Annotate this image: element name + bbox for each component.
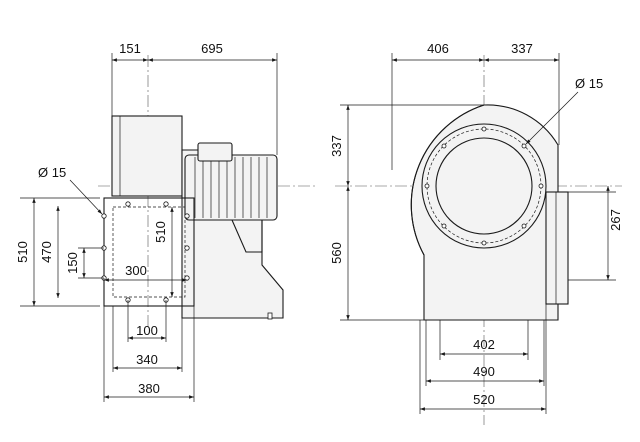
label-695: 695 — [201, 41, 223, 56]
label-151: 151 — [119, 41, 141, 56]
label-150: 150 — [65, 252, 80, 274]
label-402: 402 — [473, 337, 495, 352]
flange-hole — [184, 245, 190, 251]
label-510-inner: 510 — [153, 221, 168, 243]
motor-fins — [194, 157, 268, 218]
motor-body — [184, 154, 278, 221]
inlet-flange-ring — [421, 123, 547, 249]
label-100: 100 — [136, 323, 158, 338]
label-490: 490 — [473, 364, 495, 379]
terminal-box — [197, 142, 233, 162]
leader-hole-side — [69, 179, 103, 215]
label-406: 406 — [427, 41, 449, 56]
label-520: 520 — [473, 392, 495, 407]
label-337-top: 337 — [511, 41, 533, 56]
flange-hole — [184, 213, 190, 219]
flange-inner-opening — [112, 206, 186, 298]
outlet-flange — [545, 191, 569, 305]
label-340: 340 — [136, 352, 158, 367]
bolt-hole — [481, 240, 487, 246]
label-510-outer: 510 — [15, 241, 30, 263]
motor-support — [231, 219, 263, 253]
side-view: 151 695 Ø 15 510 470 150 510 300 100 340… — [15, 41, 318, 402]
leader-hole-front — [525, 91, 579, 145]
bolt-hole — [441, 143, 447, 149]
label-470: 470 — [39, 241, 54, 263]
label-560: 560 — [329, 242, 344, 264]
inlet-flange — [103, 197, 195, 307]
inlet-bolt-holes — [424, 126, 544, 246]
flange-hole — [163, 201, 169, 207]
label-300: 300 — [125, 263, 147, 278]
bolt-hole — [424, 183, 430, 189]
label-267: 267 — [608, 209, 623, 231]
flange-hole — [125, 201, 131, 207]
label-337-left: 337 — [329, 135, 344, 157]
bolt-hole — [538, 183, 544, 189]
flange-hole — [184, 275, 190, 281]
bolt-hole — [521, 223, 527, 229]
scroll-outline — [410, 104, 485, 256]
bolt-hole — [441, 223, 447, 229]
label-hole-front: Ø 15 — [575, 76, 603, 91]
front-view: 406 337 Ø 15 337 560 267 402 490 520 — [329, 41, 623, 425]
inlet-duct — [111, 115, 183, 197]
label-hole-side: Ø 15 — [38, 165, 66, 180]
flange-holes — [101, 201, 190, 303]
mount-slot — [267, 312, 273, 320]
bolt-hole — [521, 143, 527, 149]
inlet-opening — [435, 137, 533, 235]
flange-hole — [101, 213, 107, 219]
bolt-hole — [481, 126, 487, 132]
label-380: 380 — [138, 381, 160, 396]
